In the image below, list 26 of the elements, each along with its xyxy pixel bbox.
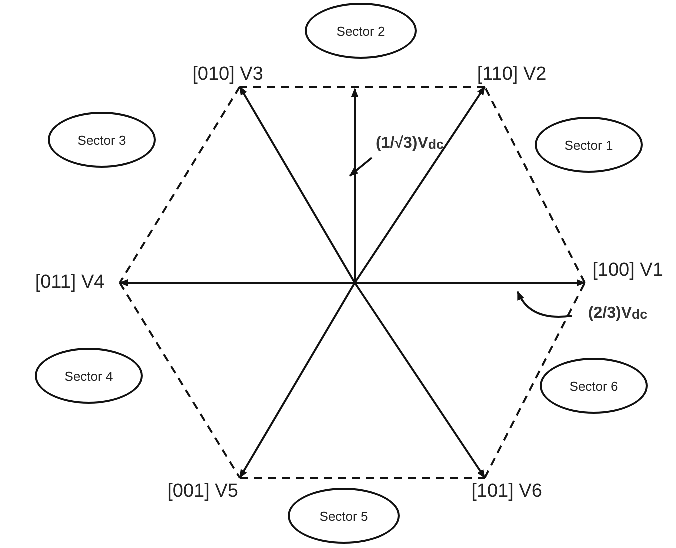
leader-arrow [517, 291, 572, 318]
vector-label: [001] V5 [158, 478, 248, 506]
sector-label: Sector 4 [35, 348, 143, 404]
sector-label: Sector 5 [288, 488, 400, 544]
vector-arrow [239, 86, 356, 284]
vector-arrow [239, 282, 356, 479]
vector-arrow [354, 282, 486, 479]
hexagon-side [119, 282, 241, 479]
leader-arrow [349, 157, 373, 177]
vector-label: [100] V1 [585, 258, 671, 283]
vector-arrow [354, 86, 486, 284]
hexagon-side [240, 86, 485, 88]
sector-label: Sector 3 [48, 112, 156, 168]
hexagon-side [119, 86, 241, 284]
vector-label: [110] V2 [470, 62, 554, 87]
hexagon-side [240, 477, 485, 479]
hexagon-side [484, 282, 586, 478]
hexagon-side [484, 86, 586, 284]
vector-label: [101] V6 [462, 478, 552, 506]
vector-label: [010] V3 [186, 62, 270, 87]
sector-label: Sector 6 [540, 358, 648, 414]
vector-arrow [119, 279, 355, 287]
vector-arrow [355, 279, 586, 287]
sector-label: Sector 1 [535, 117, 643, 173]
vector-label: [011] V4 [20, 270, 120, 296]
sector-label: Sector 2 [305, 3, 417, 59]
